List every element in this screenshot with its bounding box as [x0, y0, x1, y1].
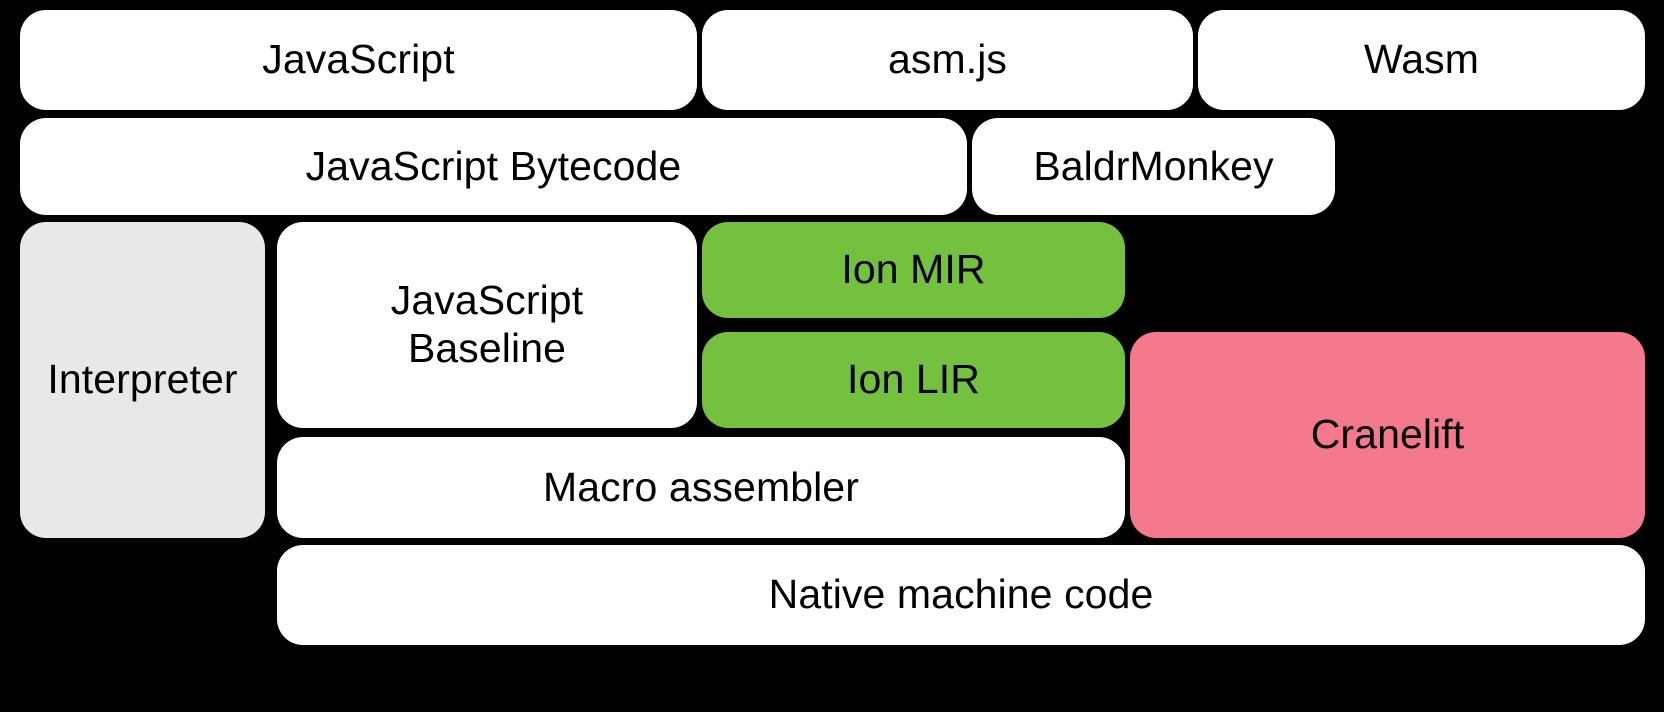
node-ion-lir[interactable]: Ion LIR	[702, 332, 1125, 428]
node-ion-mir[interactable]: Ion MIR	[702, 222, 1125, 318]
node-javascript[interactable]: JavaScript	[20, 10, 697, 110]
node-javascript-baseline[interactable]: JavaScript Baseline	[277, 222, 697, 428]
node-cranelift[interactable]: Cranelift	[1130, 332, 1645, 538]
node-javascript-bytecode[interactable]: JavaScript Bytecode	[20, 118, 967, 215]
node-asmjs[interactable]: asm.js	[702, 10, 1193, 110]
node-native-machine-code[interactable]: Native machine code	[277, 545, 1645, 645]
node-wasm[interactable]: Wasm	[1198, 10, 1645, 110]
node-baldrmonkey[interactable]: BaldrMonkey	[972, 118, 1335, 215]
node-macro-assembler[interactable]: Macro assembler	[277, 437, 1125, 538]
node-interpreter[interactable]: Interpreter	[20, 222, 265, 538]
